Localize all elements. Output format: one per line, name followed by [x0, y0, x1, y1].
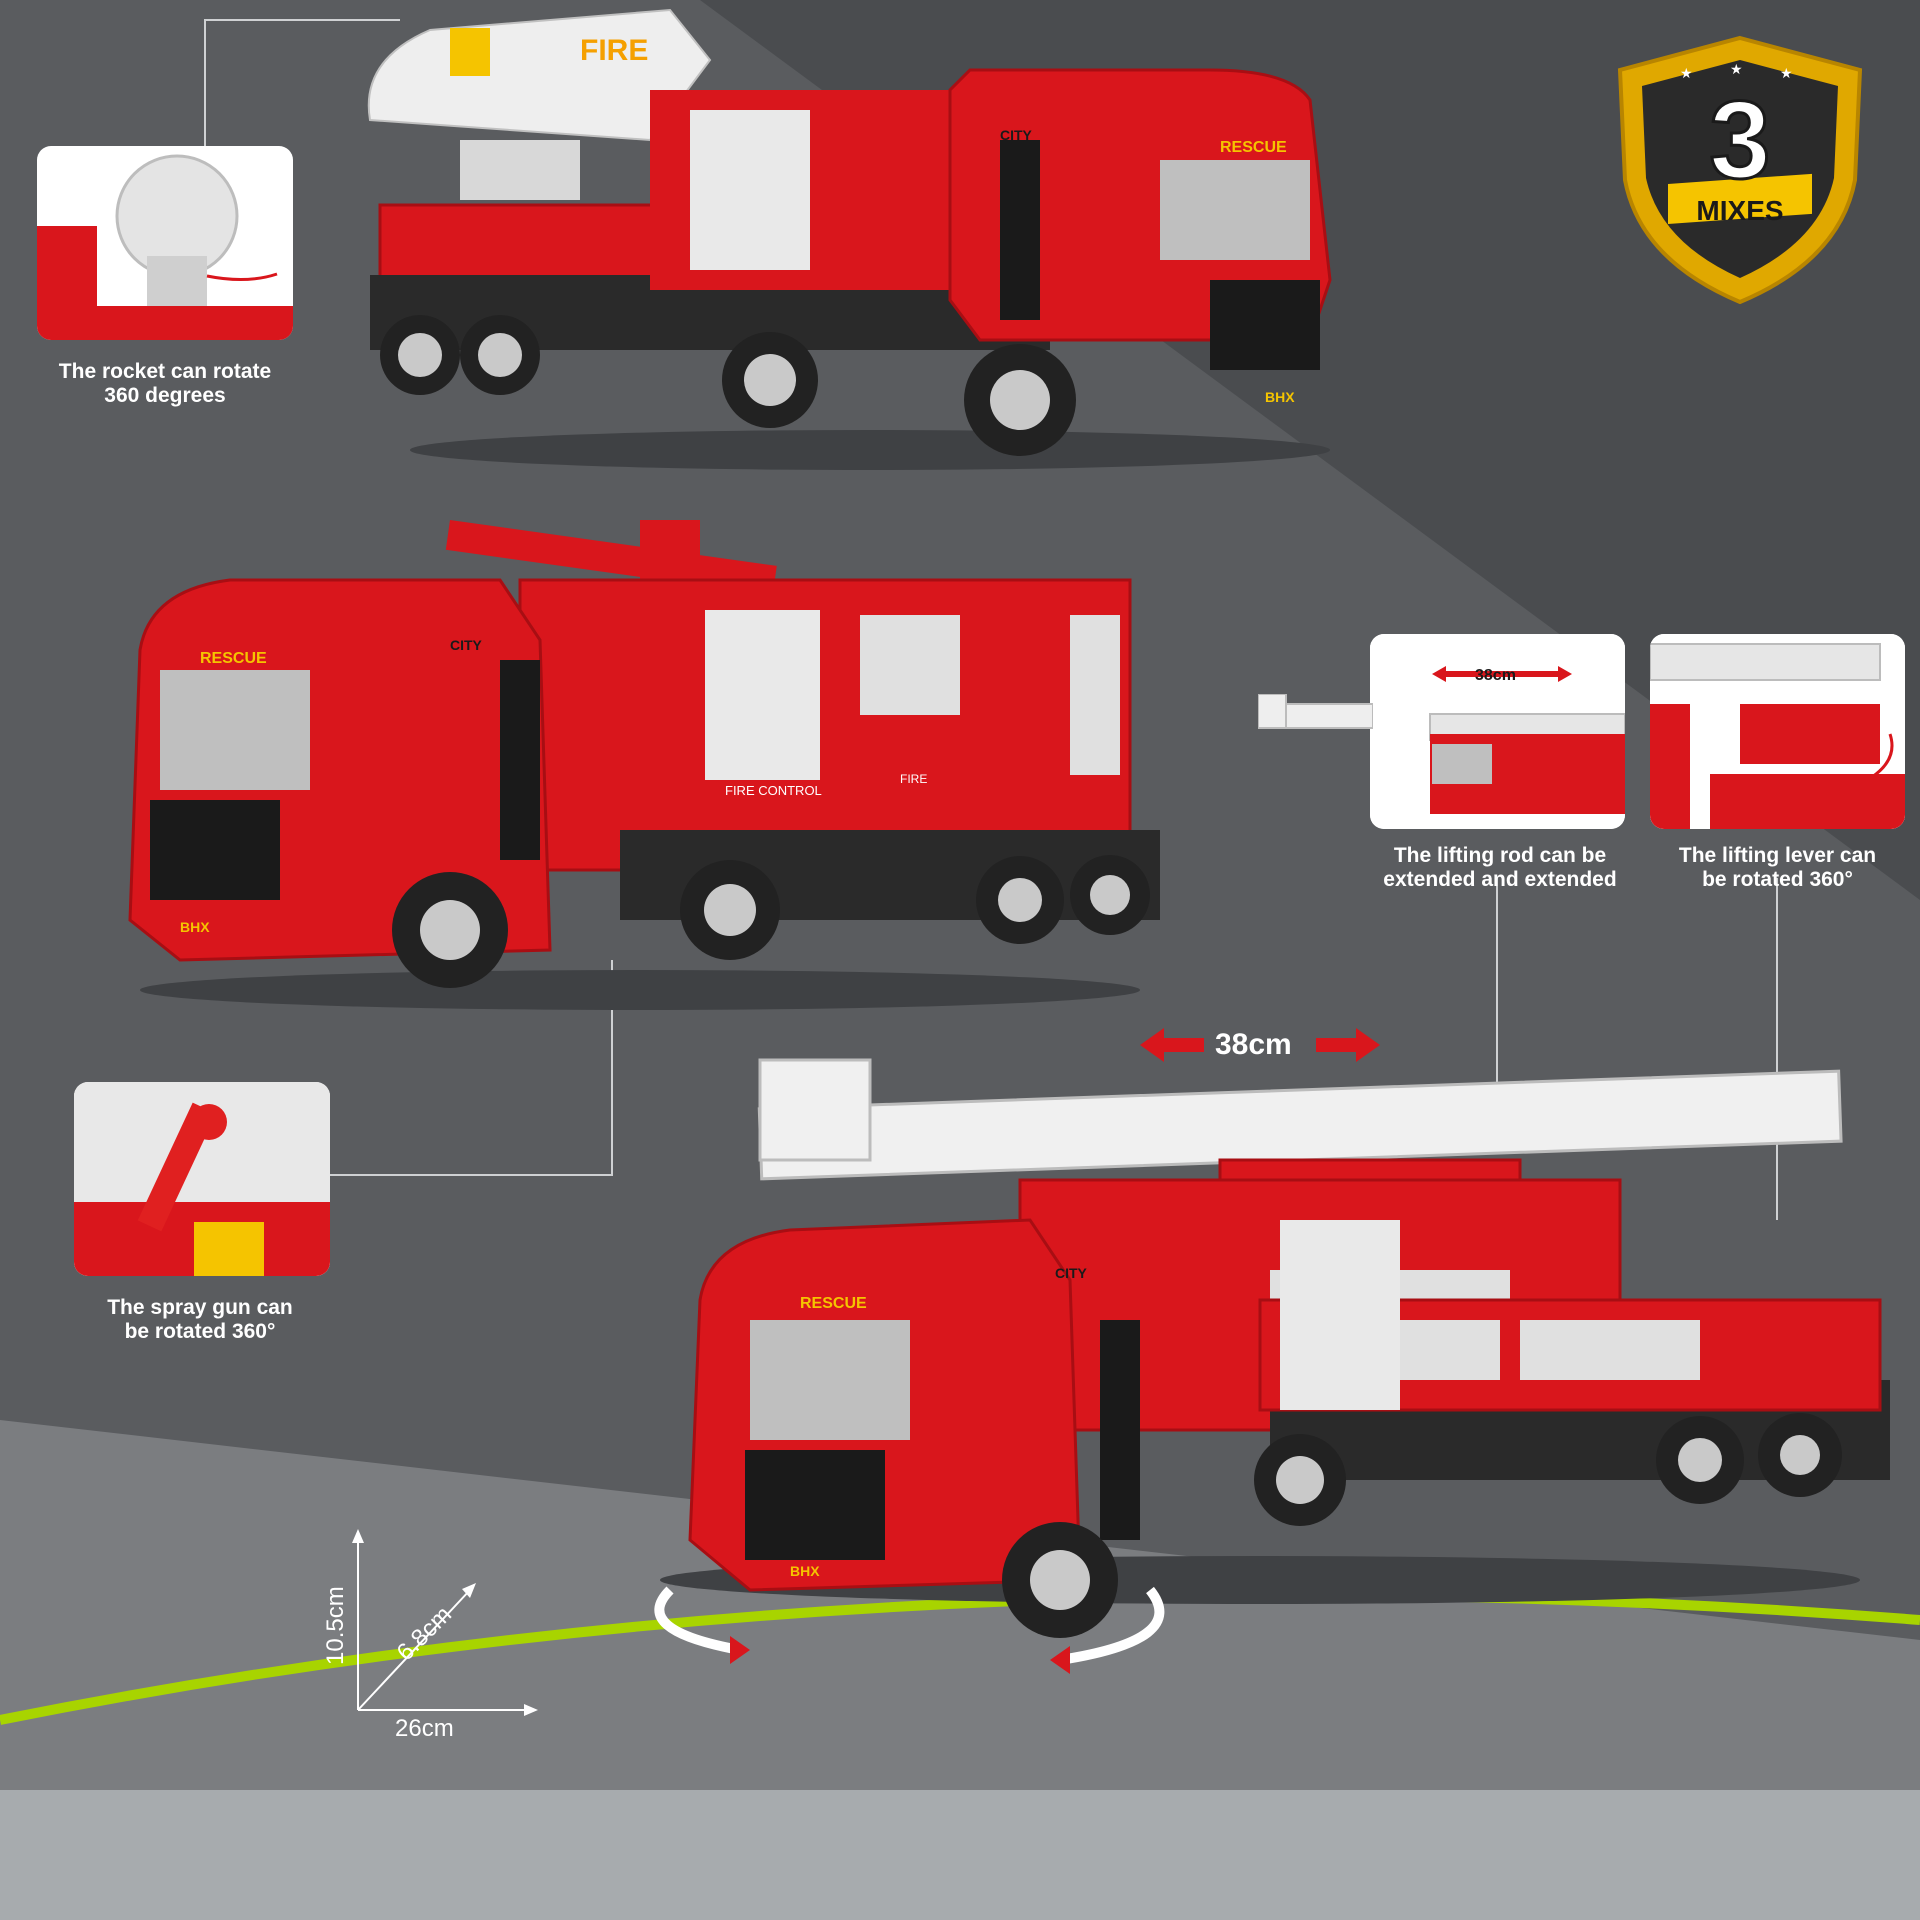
svg-text:★: ★ — [1680, 65, 1693, 81]
rocket-detail-thumbnail — [37, 146, 293, 340]
rescue-label-3: RESCUE — [800, 1295, 867, 1312]
rescue-label: RESCUE — [1220, 139, 1287, 156]
spray-gun-caption: The spray gun can be rotated 360° — [107, 1296, 293, 1343]
rocket-fire-truck: FIRE RESCUE CITY BHX — [367, 8, 1332, 470]
ladder-length-arrow — [1140, 1028, 1380, 1062]
plate-label-3: BHX — [790, 1563, 820, 1579]
fire-badge-label: FIRE — [900, 772, 927, 786]
plate-label: BHX — [1265, 389, 1295, 405]
ladder-fire-truck: RESCUE CITY BHX — [660, 1058, 1890, 1638]
rocket-caption: The rocket can rotate 360 degrees — [58, 360, 272, 407]
plate-label-2: BHX — [180, 919, 210, 935]
rescue-label-2: RESCUE — [200, 650, 267, 667]
fire-label: FIRE — [580, 34, 648, 67]
svg-text:★: ★ — [1780, 65, 1793, 81]
lifting-rod-detail-thumbnail: 38cm — [1370, 634, 1625, 829]
height-dimension-label: 10.5cm — [322, 1586, 349, 1665]
city-label-3: CITY — [1055, 1265, 1088, 1281]
dimensions-diagram — [352, 1529, 538, 1716]
mixes-badge: ★ ★ ★ 3 MIXES — [1617, 35, 1863, 305]
thumb-measure-label: 38cm — [1475, 667, 1516, 684]
city-label-2: CITY — [450, 637, 483, 653]
width-dimension-label: 26cm — [395, 1715, 454, 1742]
city-label: CITY — [1000, 127, 1033, 143]
spray-fire-truck: RESCUE CITY FIRE CONTROL FIRE BHX — [128, 520, 1160, 1010]
fire-control-label: FIRE CONTROL — [725, 783, 822, 798]
badge-number: 3 — [1709, 79, 1770, 202]
svg-text:★: ★ — [1730, 61, 1743, 77]
ladder-length-label: 38cm — [1215, 1028, 1292, 1061]
badge-text: MIXES — [1696, 195, 1783, 226]
lifting-rod-caption: The lifting rod can be extended and exte… — [1383, 844, 1617, 891]
steering-arrows — [654, 1586, 1165, 1674]
spray-gun-detail-thumbnail — [74, 1082, 330, 1276]
lifting-lever-detail-thumbnail — [1650, 634, 1905, 829]
lifting-lever-caption: The lifting lever can be rotated 360° — [1678, 844, 1877, 891]
extended-ladder-tip — [1258, 694, 1373, 729]
